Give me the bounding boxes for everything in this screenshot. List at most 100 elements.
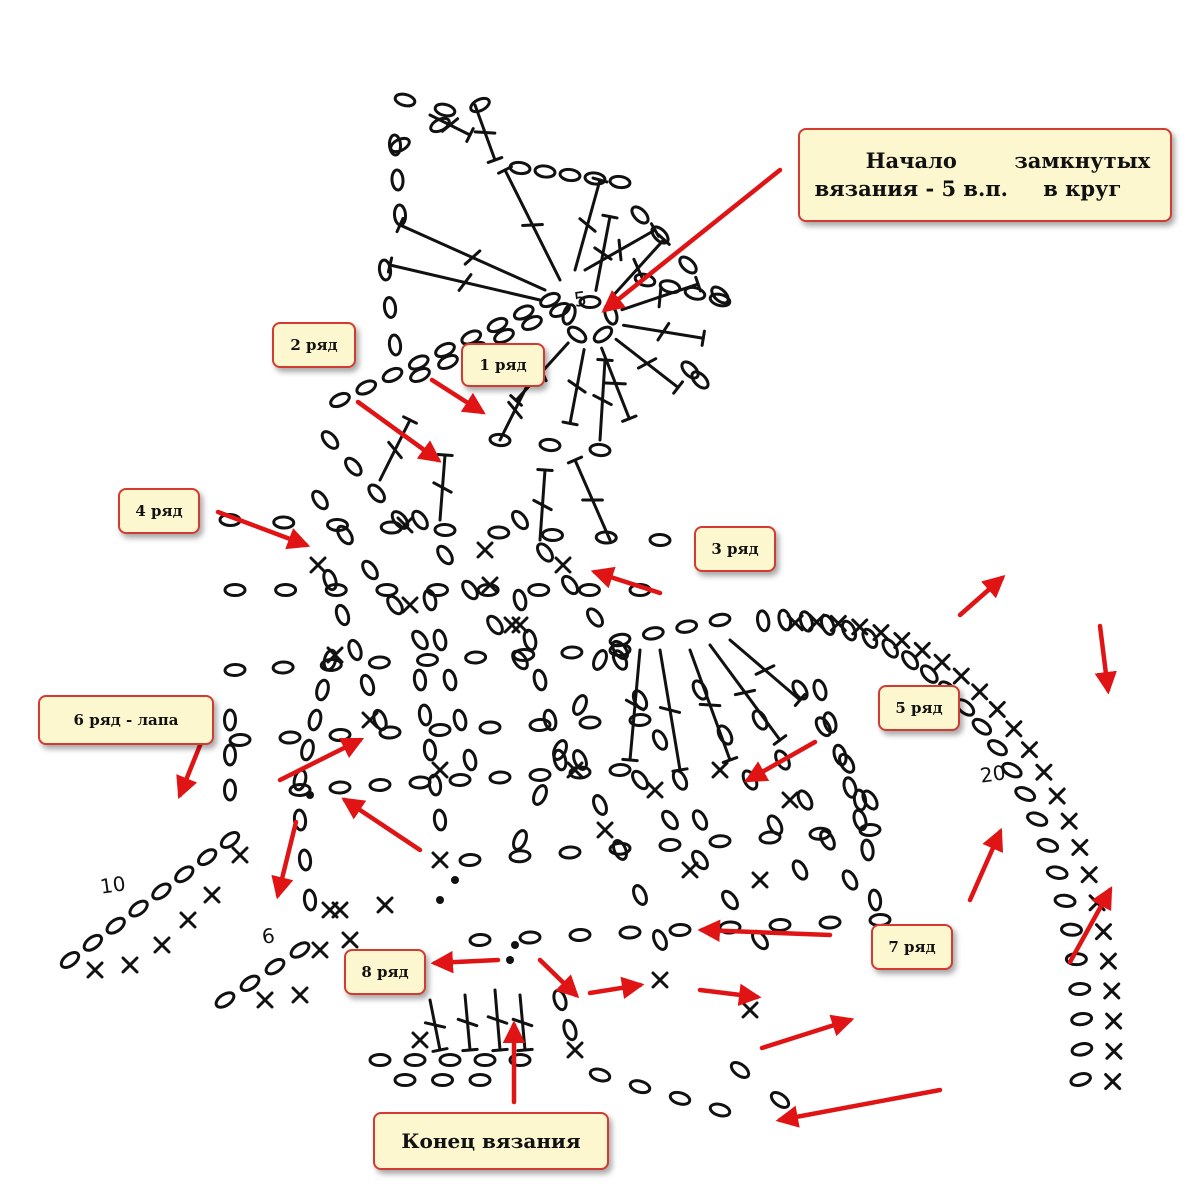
chain-stitch (272, 515, 296, 530)
single-crochet-stitch (913, 641, 931, 659)
stitch-topbar (431, 1047, 449, 1053)
single-crochet-stitch (646, 781, 664, 799)
chain-stitch (264, 957, 286, 976)
chain-stitch (566, 325, 588, 344)
chain-stitch (409, 366, 431, 384)
direction-arrow (1067, 886, 1113, 965)
chain-stitch (675, 619, 699, 634)
single-crochet-stitch (179, 911, 197, 929)
stitch-topbar (402, 415, 418, 425)
chain-stitch (572, 749, 588, 771)
chain-stitch (812, 678, 828, 702)
direction-arrow (1094, 623, 1117, 695)
chain-stitch (578, 715, 602, 730)
chain-stitch (1070, 1042, 1094, 1057)
chain-stitch (511, 509, 529, 531)
direction-arrow (697, 983, 762, 1006)
chain-stitch (690, 370, 710, 390)
single-crochet-stitch (86, 961, 104, 979)
single-crochet-stitch (361, 711, 379, 729)
stitch-crossbar (521, 223, 544, 227)
single-crochet-stitch (411, 1031, 429, 1049)
chain-stitch (508, 1053, 532, 1067)
label-row-8: 8 ряд (344, 949, 426, 995)
chain-stitch (708, 1102, 732, 1118)
chain-stitch (716, 724, 734, 746)
chain-stitch (668, 922, 692, 938)
single-crochet-stitch (1099, 952, 1117, 970)
chain-stitch (464, 650, 488, 665)
stitch-topbar (601, 213, 619, 220)
chain-stitch (588, 1067, 612, 1083)
direction-arrow (587, 976, 645, 999)
direction-arrow (775, 1087, 943, 1128)
chain-stitch (527, 583, 551, 597)
direction-arrow (744, 739, 818, 783)
chain-stitch (608, 762, 632, 778)
chain-stitch (971, 717, 993, 736)
chain-stitch (768, 917, 792, 933)
chain-stitch (386, 594, 404, 616)
chain-stitch (791, 859, 809, 881)
single-crochet-stitch (311, 941, 329, 959)
chain-stitch (411, 509, 429, 531)
chain-stitch (458, 852, 482, 868)
single-crochet-stitch (1048, 787, 1066, 805)
chain-stitch (819, 613, 836, 636)
stitch-crossbar (624, 698, 646, 712)
chain-stitch (387, 333, 403, 357)
direction-arrow (429, 377, 486, 415)
single-crochet-stitch (711, 761, 729, 779)
chain-stitch (560, 645, 584, 660)
single-crochet-stitch (554, 556, 572, 574)
chain-stitch (791, 679, 809, 701)
chain-stitch (594, 530, 618, 545)
single-crochet-stitch (431, 761, 449, 779)
chain-stitch (422, 588, 438, 612)
chain-stitch (512, 588, 528, 612)
chain-stitch (361, 559, 379, 581)
chain-stitch (344, 456, 363, 477)
stitch-crossbar (754, 664, 776, 676)
stitch-topbar (793, 693, 807, 707)
label-row-4: 4 ряд (118, 488, 200, 534)
chain-stitch (572, 694, 588, 716)
chain-stitch (336, 524, 354, 546)
stitch-crossbar (532, 498, 553, 512)
direction-arrow (271, 819, 299, 900)
chain-stitch (219, 831, 241, 849)
chain-stitch (528, 717, 552, 733)
chain-stitch (468, 932, 492, 948)
single-crochet-stitch (1060, 812, 1078, 830)
chain-stitch (328, 780, 352, 795)
chain-stitch (329, 391, 351, 409)
chain-stitch (867, 888, 883, 912)
chain-stitch (355, 379, 378, 396)
chain-stitch (562, 1018, 578, 1042)
chain-stitch (469, 96, 491, 114)
single-crochet-stitch (1094, 923, 1112, 941)
direction-arrow (967, 827, 1004, 903)
chain-stitch (798, 610, 814, 633)
single-crochet-stitch (203, 886, 221, 904)
diagram-number-tail: 20 (978, 760, 1007, 788)
single-crochet-stitch (1103, 982, 1121, 1000)
stitch-topbar (621, 414, 638, 423)
single-crochet-stitch (566, 1041, 584, 1059)
stitch-topbar (461, 1047, 479, 1053)
label-start-line1: Начало вязания - 5 в.п. (814, 147, 1008, 201)
chain-stitch (228, 732, 252, 748)
chain-stitch (608, 174, 632, 190)
chain-stitch (528, 767, 552, 783)
chain-stitch (819, 829, 836, 851)
chain-stitch (552, 988, 568, 1012)
direction-arrow (957, 575, 1006, 618)
stitch-crossbar (440, 117, 460, 133)
chain-stitch (683, 285, 707, 301)
chain-stitch (196, 848, 218, 867)
chain-stitch (708, 612, 732, 628)
single-crochet-stitch (396, 516, 414, 534)
chain-stitch (588, 442, 612, 458)
stitch-topbar (596, 358, 614, 362)
chain-stitch (583, 171, 607, 186)
